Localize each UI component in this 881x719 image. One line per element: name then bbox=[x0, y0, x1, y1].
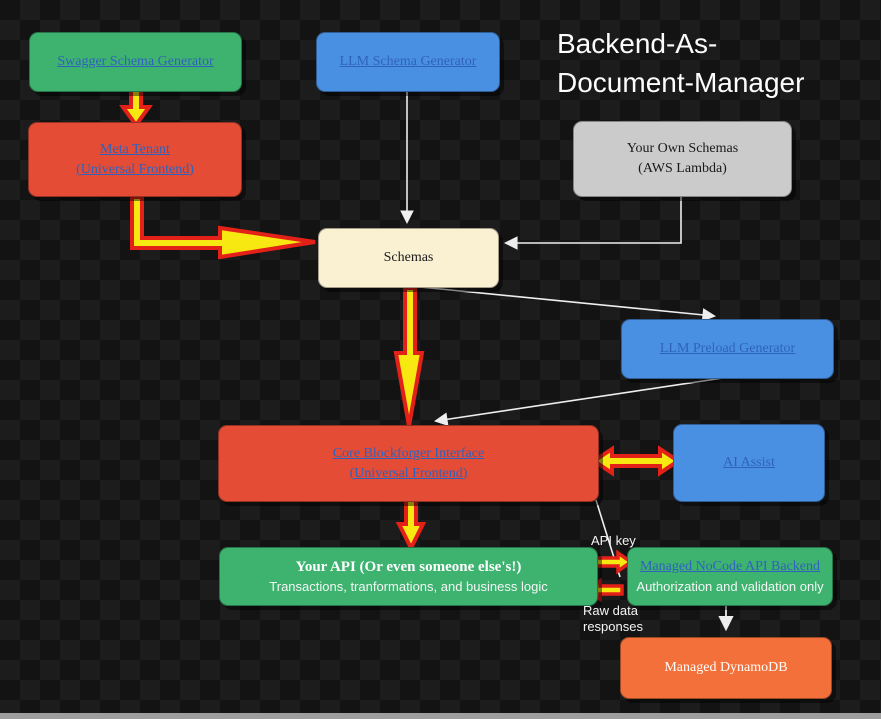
title-line-2: Document-Manager bbox=[557, 67, 805, 98]
flow-arrow-meta-to-schemas bbox=[130, 195, 316, 260]
managed-dynamodb-label: Managed DynamoDB bbox=[664, 660, 788, 675]
your-own-schemas-label: Your Own Schemas bbox=[626, 141, 739, 156]
window-bottom-edge bbox=[0, 713, 881, 719]
flow-arrow-swagger-to-meta bbox=[119, 88, 153, 129]
meta-tenant-link[interactable]: Meta Tenant bbox=[100, 141, 170, 157]
connector-ownschemas-to-schemas bbox=[503, 196, 682, 250]
swagger-schema-generator-link[interactable]: Swagger Schema Generator bbox=[57, 54, 214, 69]
your-api-label: Your API (Or even someone else's!) bbox=[295, 558, 522, 575]
nocode-sub-label: Authorization and validation only bbox=[636, 578, 824, 594]
core-blockforger-link[interactable]: Core Blockforger Interface bbox=[332, 445, 485, 461]
api-key-label: API key bbox=[591, 533, 636, 548]
raw-data-label-line2: responses bbox=[583, 619, 643, 634]
title-line-1: Backend-As- bbox=[557, 28, 718, 59]
diagram-title: Backend-As- Document-Manager bbox=[557, 24, 877, 102]
node-managed-nocode-api-backend: Managed NoCode API Backend Authorization… bbox=[627, 547, 833, 606]
connector-llmpreload-to-core bbox=[433, 377, 724, 427]
node-your-own-schemas: Your Own Schemas (AWS Lambda) bbox=[573, 121, 792, 197]
node-ai-assist: AI Assist bbox=[673, 424, 825, 502]
aws-lambda-label: (AWS Lambda) bbox=[638, 161, 727, 176]
flow-arrow-apikey-right bbox=[594, 549, 635, 575]
managed-nocode-api-backend-link[interactable]: Managed NoCode API Backend bbox=[639, 558, 821, 574]
ai-assist-link[interactable]: AI Assist bbox=[723, 455, 775, 470]
node-schemas: Schemas bbox=[318, 228, 499, 288]
node-meta-tenant: Meta Tenant (Universal Frontend) bbox=[28, 122, 242, 197]
flow-arrow-core-to-yourapi bbox=[395, 498, 427, 553]
raw-data-label-line1: Raw data bbox=[583, 603, 638, 618]
flow-arrow-schemas-to-core bbox=[393, 286, 425, 427]
core-blockforger-sub-link[interactable]: (Universal Frontend) bbox=[349, 465, 468, 481]
schemas-label: Schemas bbox=[383, 250, 434, 265]
node-swagger-schema-generator: Swagger Schema Generator bbox=[29, 32, 242, 92]
meta-tenant-sub-link[interactable]: (Universal Frontend) bbox=[76, 161, 194, 177]
node-managed-dynamodb: Managed DynamoDB bbox=[620, 637, 832, 699]
llm-preload-generator-link[interactable]: LLM Preload Generator bbox=[659, 341, 796, 356]
connector-schemas-to-llmpreload bbox=[419, 286, 717, 322]
raw-data-responses-label: Raw data responses bbox=[583, 603, 643, 635]
llm-schema-generator-link[interactable]: LLM Schema Generator bbox=[339, 54, 477, 69]
flow-arrow-core-aiassist-both bbox=[590, 445, 682, 477]
node-llm-schema-generator: LLM Schema Generator bbox=[316, 32, 500, 92]
your-api-sub-label: Transactions, tranformations, and busine… bbox=[269, 578, 548, 594]
node-llm-preload-generator: LLM Preload Generator bbox=[621, 319, 834, 379]
node-your-api: Your API (Or even someone else's!) Trans… bbox=[219, 547, 598, 606]
node-core-blockforger-interface: Core Blockforger Interface (Universal Fr… bbox=[218, 425, 599, 502]
